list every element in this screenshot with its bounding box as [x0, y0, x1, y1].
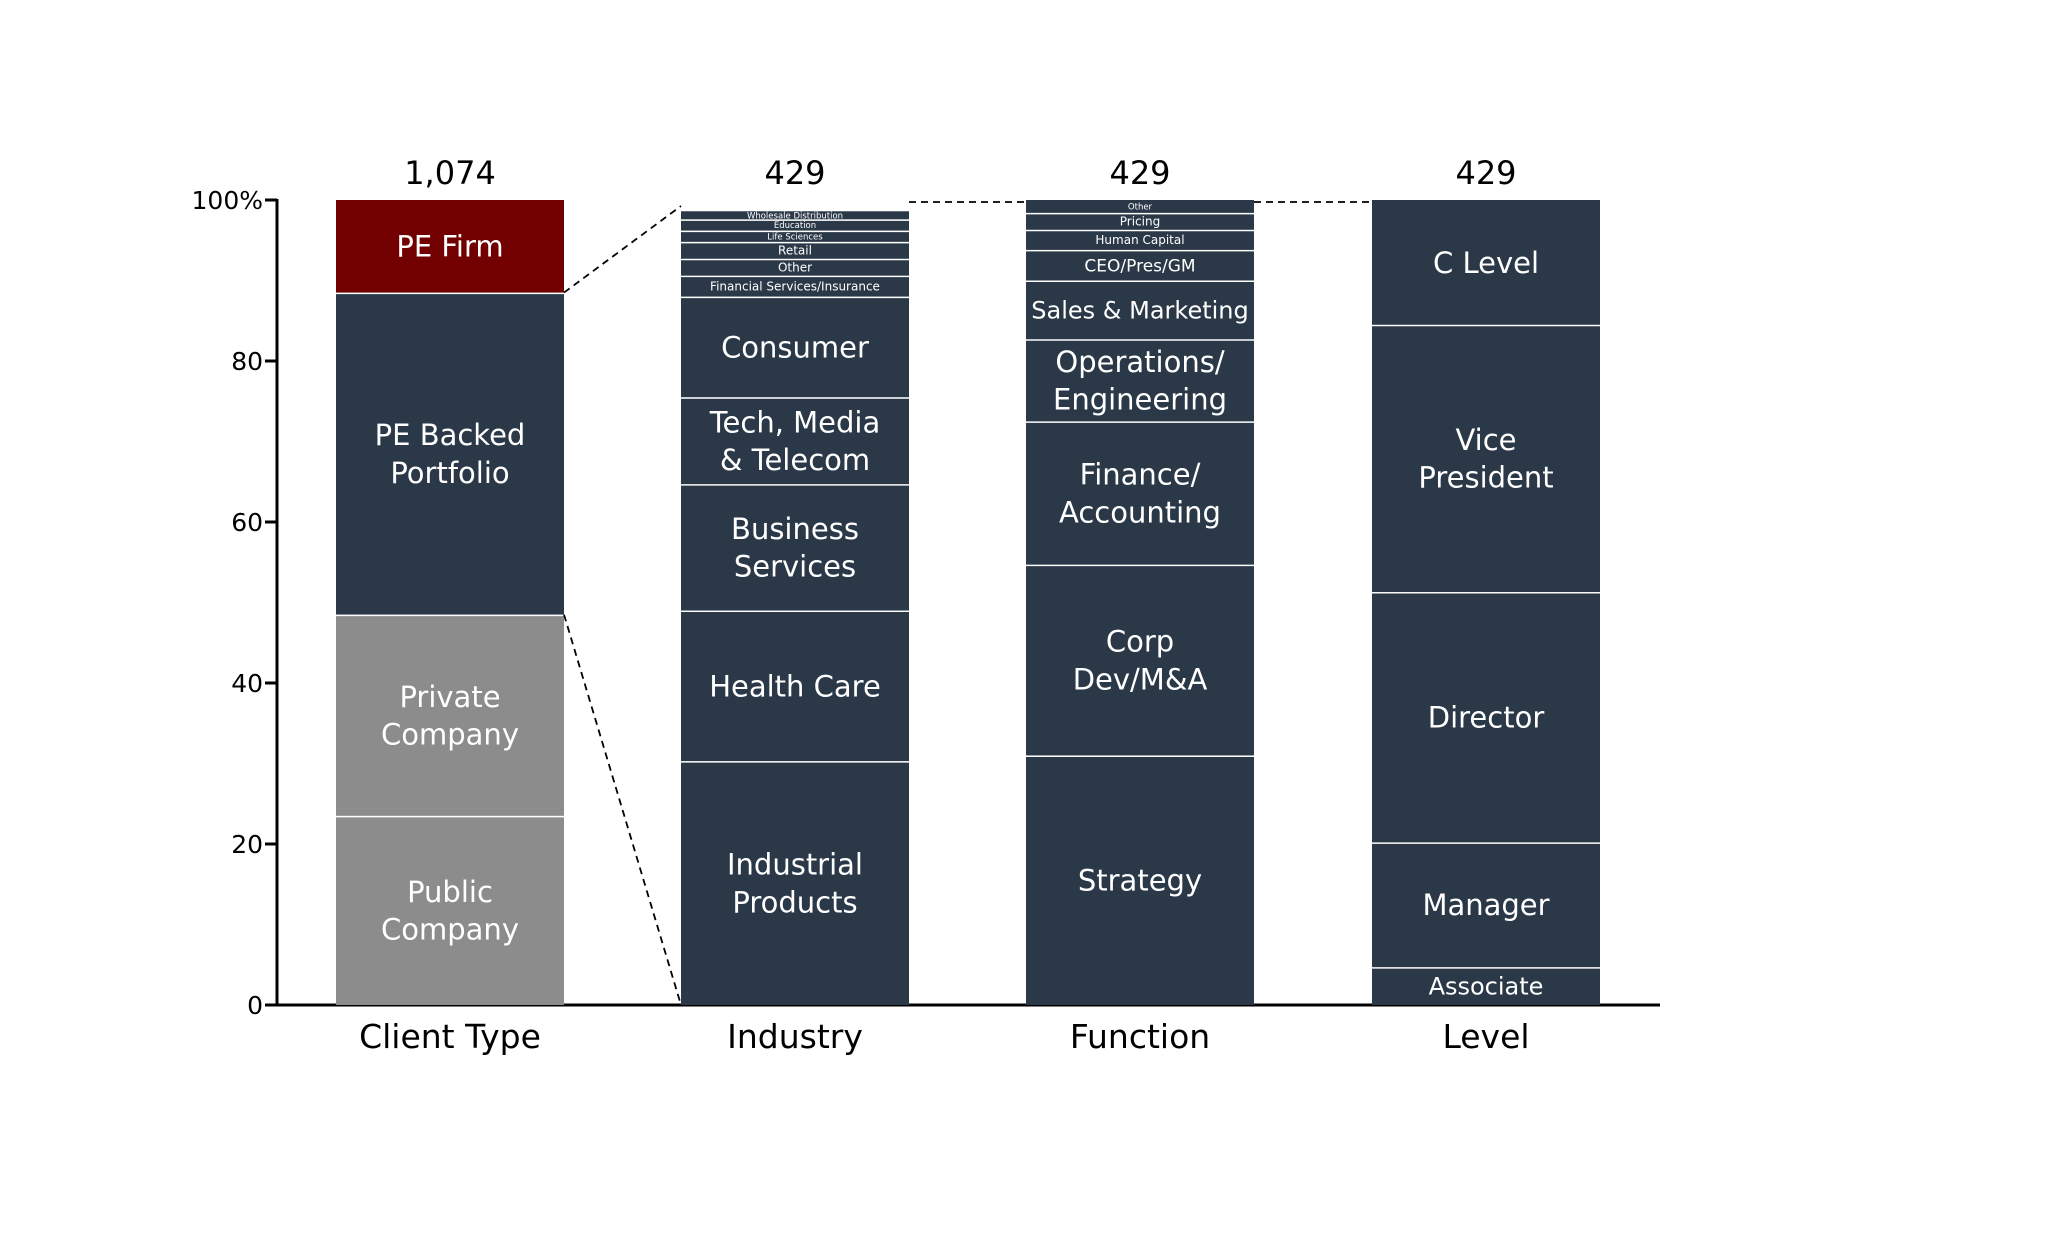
bar-industry-segment-business-services — [681, 484, 909, 611]
connector-line-bottom — [563, 614, 682, 1006]
y-tick-label-80: 80 — [231, 347, 263, 376]
segment-label-function-other: Other — [1128, 203, 1153, 213]
segment-label-level-director: Director — [1428, 701, 1545, 735]
bar-industry-segment-wholesale-distribution — [681, 211, 909, 220]
segment-label-client-type-pe-firm: PE Firm — [396, 230, 503, 264]
bar-industry-segment-health-care — [681, 610, 909, 762]
y-tick-label-0: 0 — [247, 991, 263, 1020]
segment-label-industry-financial-services-insurance: Financial Services/Insurance — [710, 279, 880, 293]
segment-label-function-sales-marketing: Sales & Marketing — [1031, 297, 1248, 325]
bar-level-segment-vice-president — [1372, 324, 1600, 593]
segment-label-level-c-level: C Level — [1433, 246, 1539, 280]
total-label-client-type: 1,074 — [404, 154, 496, 192]
bar-function-segment-sales-marketing — [1026, 280, 1254, 340]
segment-label-function-ceo-pres-gm: CEO/Pres/GM — [1084, 256, 1195, 276]
bar-function-segment-human-capital — [1026, 229, 1254, 250]
bar-industry-segment-life-sciences — [681, 230, 909, 242]
y-tick-label-100: 100% — [192, 186, 263, 215]
bar-level-segment-associate — [1372, 967, 1600, 1005]
bar-function-segment-other — [1026, 200, 1254, 213]
y-tick-label-60: 60 — [231, 508, 263, 537]
segment-label-level-associate: Associate — [1429, 973, 1544, 1001]
bar-industry-segment-industrial-products — [681, 761, 909, 1005]
bar-function-segment-corp-dev-m-a — [1026, 564, 1254, 756]
bar-level-segment-manager — [1372, 842, 1600, 968]
category-label-client-type: Client Type — [359, 1017, 541, 1056]
segment-label-function-human-capital: Human Capital — [1095, 233, 1184, 247]
segment-label-industry-retail: Retail — [778, 244, 812, 258]
segment-label-level-manager: Manager — [1422, 888, 1549, 922]
segment-label-function-strategy: Strategy — [1078, 864, 1202, 898]
segment-label-industry-wholesale-distribution: Wholesale Distribution — [747, 211, 843, 221]
bar-client-type-segment-pe-firm — [336, 200, 564, 293]
segment-label-industry-health-care: Health Care — [709, 669, 881, 703]
bar-client-type-segment-public-company — [336, 815, 564, 1005]
y-tick-label-20: 20 — [231, 830, 263, 859]
category-label-function: Function — [1070, 1017, 1210, 1056]
y-tick-label-40: 40 — [231, 669, 263, 698]
bar-function-segment-ceo-pres-gm — [1026, 249, 1254, 281]
segment-label-industry-education: Education — [774, 221, 816, 231]
bar-client-type-segment-private-company — [336, 614, 564, 816]
segment-label-function-pricing: Pricing — [1120, 215, 1160, 229]
bar-level-segment-c-level — [1372, 200, 1600, 325]
bar-industry-segment-financial-services-insurance — [681, 275, 909, 297]
bar-industry-segment-education — [681, 219, 909, 231]
bar-level-segment-director — [1372, 592, 1600, 843]
bar-function-segment-strategy — [1026, 755, 1254, 1005]
bar-function-segment-finance-accounting — [1026, 421, 1254, 565]
category-label-level: Level — [1442, 1017, 1529, 1056]
total-label-industry: 429 — [764, 154, 825, 192]
bar-function-segment-operations-engineering — [1026, 339, 1254, 422]
bar-industry-segment-tech-media-telecom — [681, 397, 909, 485]
segment-label-industry-tech-media-telecom: Tech, Media& Telecom — [709, 405, 881, 477]
bar-industry-segment-retail — [681, 241, 909, 259]
bar-industry-segment-consumer — [681, 296, 909, 398]
bar-industry-segment-other — [681, 258, 909, 276]
bar-client-type-segment-pe-backed-portfolio — [336, 292, 564, 615]
total-label-function: 429 — [1109, 154, 1170, 192]
segment-label-industry-other: Other — [778, 261, 812, 275]
segment-label-function-finance-accounting: Finance/Accounting — [1059, 458, 1221, 530]
segment-label-industry-life-sciences: Life Sciences — [767, 232, 823, 242]
category-label-industry: Industry — [727, 1017, 863, 1056]
segment-label-industry-consumer: Consumer — [721, 330, 869, 364]
segment-label-function-operations-engineering: Operations/Engineering — [1053, 345, 1227, 417]
connector-line-top — [563, 205, 682, 294]
total-label-level: 429 — [1455, 154, 1516, 192]
bar-function-segment-pricing — [1026, 212, 1254, 230]
